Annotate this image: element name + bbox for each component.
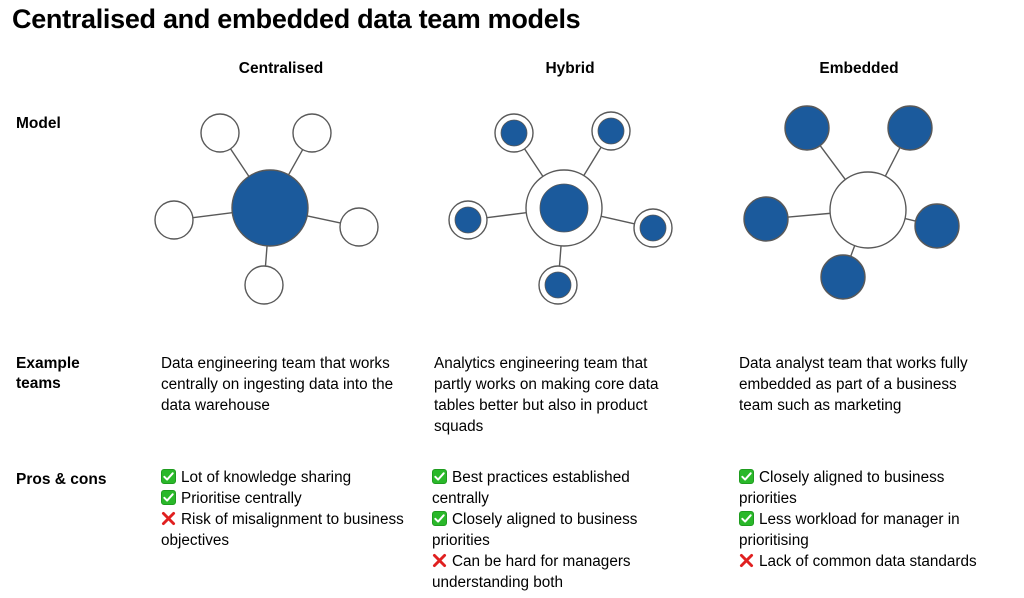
check-green-icon [739, 469, 754, 484]
pros-cons-item: Can be hard for managers understanding b… [432, 552, 690, 594]
row-label-example-teams-line1: Example [16, 355, 80, 372]
pros-cons-item-label: Risk of misalignment to business objecti… [161, 510, 404, 549]
satellite-node-5 [820, 254, 866, 300]
column-header-centralised: Centralised [238, 60, 324, 77]
satellite-node-2 [292, 113, 332, 153]
satellite-node-4-inner [639, 214, 667, 242]
pros-cons-item-label: Less workload for manager in prioritisin… [739, 510, 960, 549]
check-green-icon [432, 510, 447, 526]
cross-red-icon [432, 553, 447, 568]
hub-node [231, 169, 309, 247]
pros-cons-item: Lot of knowledge sharing [161, 468, 419, 489]
spoke-line-3 [191, 211, 234, 219]
satellite-node-3-inner [454, 206, 482, 234]
pros-cons-item: Lack of common data standards [739, 552, 997, 573]
pros-cons-item: Closely aligned to business priorities [432, 510, 690, 552]
row-label-pros-cons: Pros & cons [16, 471, 107, 488]
pros-cons-item: Less workload for manager in prioritisin… [739, 510, 997, 552]
pros-cons-item-label: Lot of knowledge sharing [181, 469, 352, 486]
pros-cons-item-label: Closely aligned to business priorities [432, 510, 638, 549]
satellite-node-5-inner [544, 271, 572, 299]
satellite-node-3 [743, 196, 789, 242]
pros-cons-item: Best practices established centrally [432, 468, 690, 510]
diagram-cell-centralised [142, 95, 422, 310]
diagram-cell-hybrid [431, 95, 711, 310]
satellite-node-2 [887, 105, 933, 151]
check-green-icon [432, 469, 447, 484]
column-header-embedded: Embedded [819, 60, 899, 77]
diagram-cell-embedded [726, 95, 1006, 310]
example-team-text-hybrid: Analytics engineering team that partly w… [434, 355, 659, 436]
pros-cons-item-label: Lack of common data standards [759, 552, 977, 570]
spoke-line-4 [903, 217, 917, 222]
satellite-node-4 [914, 203, 960, 249]
hybrid-hub-and-spoke-diagram [448, 111, 673, 305]
page-title: Centralised and embedded data team model… [12, 4, 581, 34]
centralised-hub-and-spoke-diagram [154, 113, 379, 305]
pros-cons-item: Closely aligned to business priorities [739, 468, 997, 510]
satellite-node-1 [784, 105, 830, 151]
satellite-node-5 [244, 265, 284, 305]
satellite-node-1 [200, 113, 240, 153]
check-green-icon [161, 489, 176, 505]
spoke-line-2 [287, 148, 304, 177]
row-label-model: Model [16, 115, 61, 132]
satellite-node-2-inner [597, 117, 625, 145]
check-green-icon [739, 510, 754, 526]
satellite-node-4 [339, 207, 379, 247]
column-header-hybrid: Hybrid [545, 60, 595, 77]
pros-cons-item-label: Closely aligned to business priorities [739, 469, 945, 507]
row-label-example-teams-line2: teams [16, 374, 61, 392]
pros-cons-item-label: Prioritise centrally [181, 489, 302, 507]
pros-cons-item-label: Best practices established centrally [432, 469, 630, 507]
spoke-line-3 [485, 211, 528, 219]
spoke-line-1 [229, 147, 251, 178]
spoke-line-5 [558, 244, 562, 268]
pros-cons-item-label: Can be hard for managers understanding b… [432, 552, 631, 591]
cross-red-icon [161, 511, 176, 526]
example-team-text-embedded: Data analyst team that works fully embed… [739, 355, 968, 415]
spoke-line-3 [786, 212, 832, 218]
spoke-line-1 [818, 144, 847, 181]
row-label-example-teams: Example teams [16, 354, 156, 394]
cross-red-icon [739, 553, 754, 568]
spoke-line-4 [599, 215, 636, 225]
spoke-line-1 [523, 147, 545, 178]
pros-cons-item: Prioritise centrally [161, 489, 419, 510]
spoke-line-2 [884, 146, 902, 178]
example-team-text-centralised: Data engineering team that works central… [161, 355, 394, 415]
satellite-node-3 [154, 200, 194, 240]
spoke-line-5 [264, 244, 268, 268]
hub-node [829, 171, 907, 249]
spoke-line-2 [582, 145, 603, 177]
pros-cons-item: Risk of misalignment to business objecti… [161, 510, 419, 552]
spoke-line-4 [306, 215, 342, 224]
satellite-node-1-inner [500, 119, 528, 147]
embedded-hub-and-spoke-diagram [743, 105, 960, 300]
spoke-line-5 [849, 244, 856, 258]
hub-node-inner [539, 183, 589, 233]
check-green-icon [161, 469, 176, 484]
